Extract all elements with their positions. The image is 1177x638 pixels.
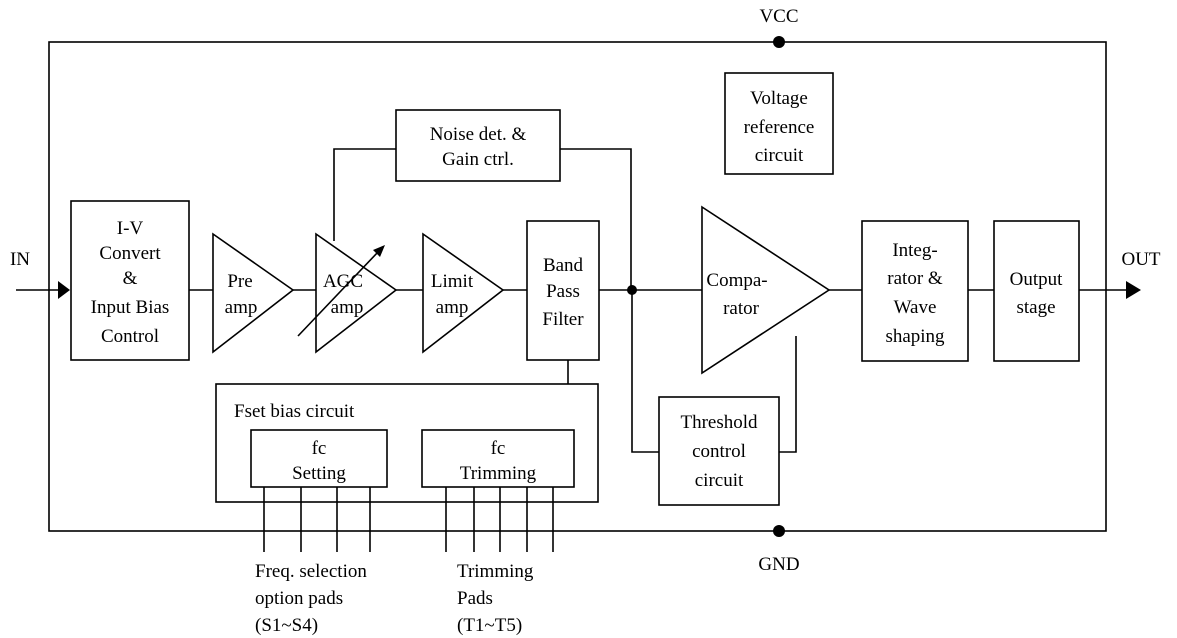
integrator-line4: shaping (885, 326, 945, 347)
limit-amp-line1: Limit (431, 271, 474, 292)
iv-convert-line4: Input Bias (91, 297, 170, 318)
gnd-node (773, 525, 785, 537)
preamp-triangle (212, 232, 295, 354)
preamp-line2: amp (225, 297, 258, 318)
agc-amp-line2: amp (331, 297, 364, 318)
limit-amp-line2: amp (436, 297, 469, 318)
output-stage-block (993, 220, 1080, 362)
wire-agc-noise (333, 148, 396, 241)
in-label: IN (10, 249, 30, 270)
vcc-node (773, 36, 785, 48)
freq-pads-line2: option pads (255, 588, 343, 609)
fc-setting-line2: Setting (292, 463, 346, 484)
iv-convert-line3: & (123, 268, 138, 289)
fc-setting-line1: fc (312, 438, 327, 459)
fset-bias-label: Fset bias circuit (234, 401, 355, 422)
integrator-line1: Integ- (892, 240, 937, 261)
agc-amp-line1: AGC (323, 271, 363, 292)
iv-convert-line5: Control (101, 326, 159, 347)
trim-pads-line2: Pads (457, 588, 493, 609)
gnd-label: GND (758, 554, 799, 575)
comparator-line1: Compa- (706, 270, 767, 291)
trim-pads-line1: Trimming (457, 561, 534, 582)
vcc-label: VCC (759, 6, 798, 27)
agc-variable-arrow (297, 251, 379, 337)
agc-amp-triangle (315, 232, 398, 354)
threshold-line2: control (692, 441, 746, 462)
freq-pads-line3: (S1~S4) (255, 615, 318, 636)
threshold-line3: circuit (695, 470, 744, 491)
integrator-line2: rator & (887, 268, 943, 289)
vref-line1: Voltage (750, 88, 808, 109)
wire-noise-node (560, 148, 632, 290)
ic-boundary (48, 41, 1107, 532)
vref-line3: circuit (755, 145, 804, 166)
output-stage-line2: stage (1016, 297, 1055, 318)
bpf-line1: Band (543, 255, 584, 276)
iv-convert-block (70, 200, 190, 361)
freq-pads-line1: Freq. selection (255, 561, 367, 582)
limit-amp-triangle (422, 232, 505, 354)
noise-det-line2: Gain ctrl. (442, 149, 514, 170)
voltage-reference-block (724, 72, 834, 175)
fc-trimming-block (421, 429, 575, 488)
threshold-control-block (658, 396, 780, 506)
vref-line2: reference (744, 117, 815, 138)
integrator-line3: Wave (894, 297, 937, 318)
iv-convert-line1: I-V (117, 218, 144, 239)
fc-trimming-line1: fc (491, 438, 506, 459)
fc-trimming-line2: Trimming (460, 463, 537, 484)
fc-setting-block (250, 429, 388, 488)
output-arrow (1126, 281, 1141, 299)
wire-node-threshold (631, 290, 659, 453)
agc-variable-arrowhead (373, 245, 385, 257)
out-label: OUT (1121, 249, 1160, 270)
comparator-line2: rator (723, 298, 760, 319)
bpf-line3: Filter (542, 309, 584, 330)
integrator-block (861, 220, 969, 362)
trim-pads-line3: (T1~T5) (457, 615, 522, 636)
preamp-line1: Pre (227, 271, 252, 292)
comparator-triangle (701, 205, 831, 375)
noise-det-line1: Noise det. & (430, 124, 527, 145)
input-arrow (58, 281, 70, 299)
output-stage-line1: Output (1010, 269, 1064, 290)
noise-det-block (395, 109, 561, 182)
wire-threshold-comparator (779, 336, 797, 453)
bpf-line2: Pass (546, 281, 580, 302)
threshold-line1: Threshold (680, 412, 758, 433)
band-pass-filter-block (526, 220, 600, 361)
iv-convert-line2: Convert (99, 243, 161, 264)
